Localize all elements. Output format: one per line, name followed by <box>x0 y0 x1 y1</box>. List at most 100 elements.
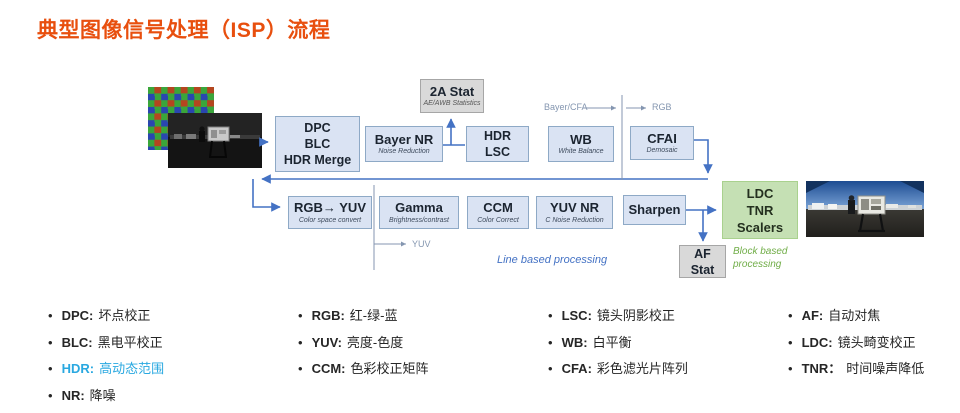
node-cfai: CFAI Demosaic <box>630 126 694 160</box>
legend-text: 彩色滤光片阵列 <box>596 361 688 376</box>
label-bayer-cfa: Bayer/CFA <box>544 102 588 112</box>
legend-text: 降噪 <box>89 387 116 403</box>
node-dpc-blc-hdrmerge: DPC BLC HDR Merge <box>275 116 360 172</box>
node-title: Gamma <box>395 200 443 215</box>
legend-text: 时间噪声降低 <box>846 361 925 376</box>
node-line: TNR <box>746 202 774 218</box>
legend-item-af: • AF: 自动对焦 <box>788 305 924 332</box>
legend-abbr: NR: <box>61 387 85 403</box>
legend-text: 红-绿-蓝 <box>349 308 398 323</box>
processed-output-image <box>806 181 924 237</box>
legend-text: 亮度-色度 <box>346 334 404 350</box>
legend-item-wb: • WB: 白平衡 <box>548 332 688 359</box>
legend-abbr: CCM: <box>311 361 346 376</box>
legend-column-2: • RGB: 红-绿-蓝 • YUV: 亮度-色度 • CCM: 色彩校正矩阵 <box>298 305 429 385</box>
legend-column-3: • LSC: 镜头阴影校正 • WB: 白平衡 • CFA: 彩色滤光片阵列 <box>548 305 688 385</box>
node-hdr-lsc: HDR LSC <box>466 126 529 162</box>
legend-text: 镜头阴影校正 <box>596 308 675 323</box>
node-title: YUV NR <box>549 200 600 215</box>
legend-abbr: RGB: <box>311 308 345 323</box>
node-gamma: Gamma Brightness/contrast <box>379 196 459 229</box>
legend-column-4: • AF: 自动对焦 • LDC: 镜头畸变校正 • TNR： 时间噪声降低 <box>788 305 924 385</box>
node-yuv-nr: YUV NR C Noise Reduction <box>536 196 613 229</box>
legend-item-ccm: • CCM: 色彩校正矩阵 <box>298 358 429 385</box>
bullet-icon: • <box>48 308 53 323</box>
legend-abbr: LSC: <box>561 308 592 323</box>
bullet-icon: • <box>298 361 303 376</box>
bullet-icon: • <box>788 334 793 350</box>
legend-item-ldc: • LDC: 镜头畸变校正 <box>788 332 924 359</box>
node-subtitle: White Balance <box>558 148 604 156</box>
bullet-icon: • <box>48 387 53 403</box>
node-line: DPC <box>304 121 331 135</box>
bullet-icon: • <box>48 361 53 376</box>
node-line: AF <box>694 246 711 261</box>
legend-item-lsc: • LSC: 镜头阴影校正 <box>548 305 688 332</box>
node-title: CCM <box>483 200 513 215</box>
node-subtitle: Color space convert <box>298 216 362 224</box>
legend-text: 高动态范围 <box>99 361 165 376</box>
legend-abbr: AF: <box>801 308 824 323</box>
bullet-icon: • <box>788 308 793 323</box>
legend-item-nr: • NR: 降噪 <box>48 385 164 412</box>
node-title: CFAI <box>647 130 677 146</box>
node-line: Scalers <box>736 219 784 235</box>
legend-item-blc: • BLC: 黑电平校正 <box>48 332 164 359</box>
legend-text: 色彩校正矩阵 <box>350 361 429 376</box>
node-subtitle: AE/AWB Statistics <box>423 100 481 108</box>
bullet-icon: • <box>548 308 553 323</box>
legend-text: 镜头畸变校正 <box>837 334 916 350</box>
node-title: WB <box>570 131 592 147</box>
node-line: LDC <box>746 185 774 201</box>
node-wb: WB White Balance <box>548 126 614 162</box>
node-subtitle: C Noise Reduction <box>545 216 604 224</box>
node-title: 2A Stat <box>429 83 475 99</box>
legend-abbr: CFA: <box>561 361 592 376</box>
node-title: Sharpen <box>628 202 681 218</box>
legend-text: 坏点校正 <box>98 308 151 323</box>
node-2a-stat: 2A Stat AE/AWB Statistics <box>420 79 484 113</box>
legend-item-cfa: • CFA: 彩色滤光片阵列 <box>548 358 688 385</box>
node-sharpen: Sharpen <box>623 195 686 225</box>
legend-abbr: TNR： <box>801 361 842 376</box>
legend-abbr: BLC: <box>61 334 93 350</box>
node-ldc-tnr-scalers: LDC TNR Scalers <box>722 181 798 239</box>
node-line: BLC <box>304 137 331 151</box>
node-subtitle: Brightness/contrast <box>389 216 449 224</box>
node-subtitle: Demosaic <box>646 147 678 155</box>
legend-text: 黑电平校正 <box>97 334 163 350</box>
node-subtitle: Noise Reduction <box>378 148 430 156</box>
node-af-stat: AF Stat <box>679 245 726 278</box>
node-subtitle: Color Correct <box>477 216 519 224</box>
node-line: Stat <box>690 262 715 277</box>
legend-text: 白平衡 <box>592 334 632 350</box>
label-block-based-processing: Block based processing <box>733 246 788 270</box>
bullet-icon: • <box>788 361 793 376</box>
bullet-icon: • <box>48 334 53 350</box>
legend-abbr: LDC: <box>801 334 833 350</box>
label-rgb: RGB <box>652 102 672 112</box>
legend-abbr: DPC: <box>61 308 94 323</box>
legend-item-hdr: • HDR: 高动态范围 <box>48 358 164 385</box>
node-line: HDR Merge <box>283 153 352 167</box>
node-line: LSC <box>485 145 510 159</box>
page-title: 典型图像信号处理（ISP）流程 <box>37 19 331 42</box>
legend-item-tnr: • TNR： 时间噪声降低 <box>788 358 924 385</box>
legend-text: 自动对焦 <box>828 308 881 323</box>
legend-item-dpc: • DPC: 坏点校正 <box>48 305 164 332</box>
label-line-based-processing: Line based processing <box>497 254 608 266</box>
node-title: RGB→ YUV <box>294 200 366 215</box>
bullet-icon: • <box>548 334 553 350</box>
raw-input-image <box>168 113 262 168</box>
legend-abbr: WB: <box>561 334 588 350</box>
node-rgb2yuv: RGB→ YUV Color space convert <box>288 196 372 229</box>
legend-item-yuv: • YUV: 亮度-色度 <box>298 332 429 359</box>
legend-abbr: YUV: <box>311 334 342 350</box>
node-bayer-nr: Bayer NR Noise Reduction <box>365 126 443 162</box>
bullet-icon: • <box>548 361 553 376</box>
legend-column-1: • DPC: 坏点校正 • BLC: 黑电平校正 • HDR: 高动态范围 • … <box>48 305 164 411</box>
label-yuv: YUV <box>412 239 431 249</box>
node-line: HDR <box>483 129 512 143</box>
